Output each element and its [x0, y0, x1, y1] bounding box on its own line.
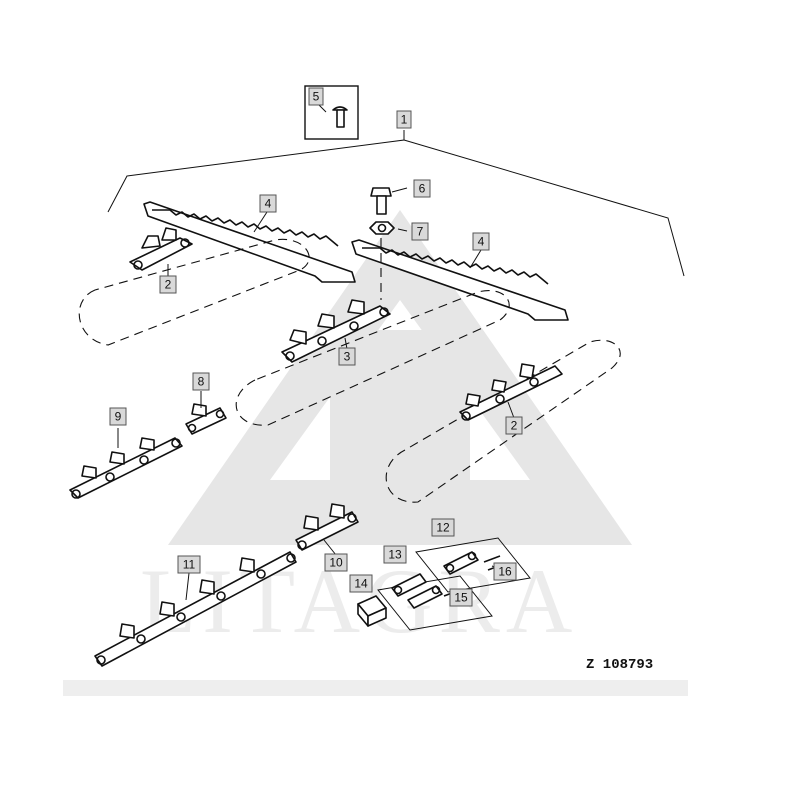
svg-text:14: 14	[354, 577, 368, 591]
callout-15: 15	[449, 588, 473, 607]
svg-text:11: 11	[183, 558, 196, 572]
svg-text:7: 7	[417, 225, 424, 239]
svg-text:16: 16	[498, 565, 512, 579]
callout-11: 11	[177, 555, 201, 574]
callout-6: 6	[413, 179, 431, 198]
scraper-bar-right	[351, 239, 569, 321]
callout-2-left: 2	[159, 275, 177, 294]
callout-13: 13	[383, 545, 407, 564]
callout-16: 16	[493, 562, 517, 581]
bushing-14	[357, 595, 387, 627]
chain-link-10	[295, 503, 359, 551]
link-kit-frames	[377, 537, 531, 631]
footer-bar	[63, 680, 688, 696]
svg-text:13: 13	[388, 548, 402, 562]
callout-3: 3	[338, 347, 356, 366]
svg-text:8: 8	[198, 375, 205, 389]
svg-text:6: 6	[419, 182, 426, 196]
chain-segment-9	[69, 437, 183, 499]
svg-text:1: 1	[401, 113, 408, 127]
svg-text:5: 5	[313, 90, 320, 104]
chain-segment-center	[281, 299, 391, 363]
callout-1: 1	[396, 110, 412, 129]
svg-text:2: 2	[165, 278, 172, 292]
svg-text:12: 12	[436, 521, 450, 535]
chain-segment-right	[459, 363, 563, 421]
callout-4-left: 4	[259, 194, 277, 213]
figure-reference: Z 108793	[586, 657, 653, 673]
callout-7: 7	[411, 222, 429, 241]
chain-segment-upper-left	[129, 227, 193, 271]
svg-text:9: 9	[115, 410, 122, 424]
assembly-bracket	[107, 130, 685, 277]
callout-4-right: 4	[472, 232, 490, 251]
svg-text:3: 3	[344, 350, 351, 364]
svg-text:2: 2	[511, 419, 518, 433]
callout-14: 14	[349, 574, 373, 593]
svg-text:4: 4	[478, 235, 485, 249]
chain-link-8	[185, 403, 227, 435]
callout-10: 10	[324, 553, 348, 572]
svg-text:4: 4	[265, 197, 272, 211]
scraper-bar-left	[143, 201, 356, 283]
callout-9: 9	[109, 407, 127, 426]
callout-2-right: 2	[505, 416, 523, 435]
nut	[369, 221, 395, 235]
chain-long-11	[94, 551, 297, 667]
svg-text:10: 10	[329, 556, 343, 570]
svg-text:15: 15	[454, 591, 468, 605]
callout-12: 12	[431, 518, 455, 537]
callout-8: 8	[192, 372, 210, 391]
bolt	[370, 187, 392, 215]
callout-5: 5	[308, 87, 324, 106]
chain-loops	[78, 238, 621, 503]
